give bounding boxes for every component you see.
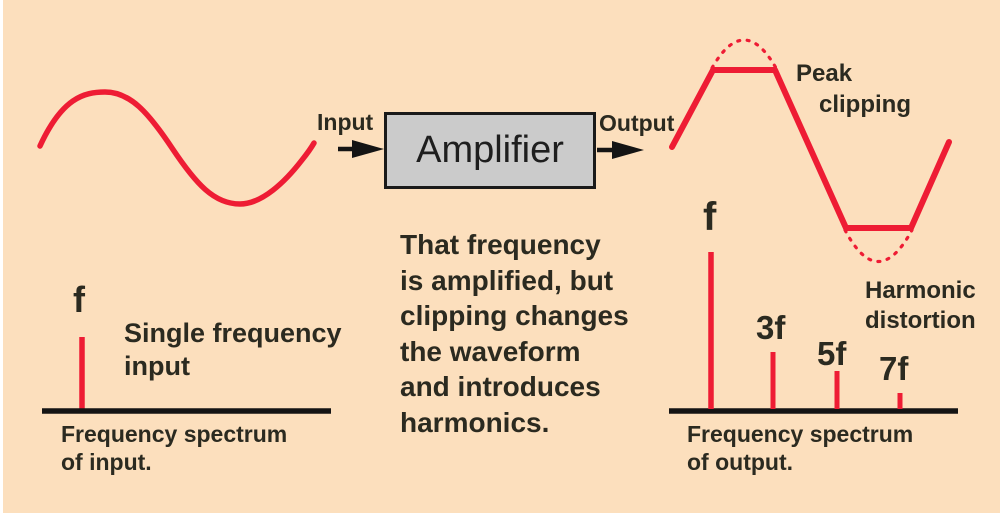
- output-clipped-wave: [669, 67, 952, 231]
- output-spectrum-5f-label: 5f: [817, 335, 847, 372]
- output-label: Output: [599, 110, 675, 136]
- amplifier-label: Amplifier: [416, 129, 564, 171]
- input-spectrum-f-label: f: [73, 279, 85, 320]
- harmonic-distortion-note: Harmonic distortion: [865, 277, 976, 334]
- input-label: Input: [317, 109, 374, 135]
- output-spectrum-caption: Frequency spectrum of output.: [687, 421, 914, 475]
- output-spectrum-f-label: f: [703, 195, 717, 239]
- clipped-peak-dotted-arc: [710, 38, 778, 70]
- input-arrow-head: [352, 140, 384, 158]
- output-arrow-head: [612, 141, 644, 159]
- explanation-text: That frequency is amplified, but clippin…: [400, 229, 629, 438]
- clipped-trough-dotted-arc: [843, 228, 914, 263]
- single-frequency-note: Single frequency input: [124, 318, 342, 381]
- output-spectrum-7f-label: 7f: [879, 350, 909, 387]
- left-edge-border: [0, 0, 3, 513]
- peak-clipping-note: Peak clipping: [796, 60, 911, 118]
- input-spectrum-caption: Frequency spectrum of input.: [61, 421, 288, 475]
- output-spectrum-3f-label: 3f: [756, 309, 786, 346]
- amplifier-box: Amplifier: [384, 112, 596, 189]
- input-sine-wave: [37, 89, 317, 207]
